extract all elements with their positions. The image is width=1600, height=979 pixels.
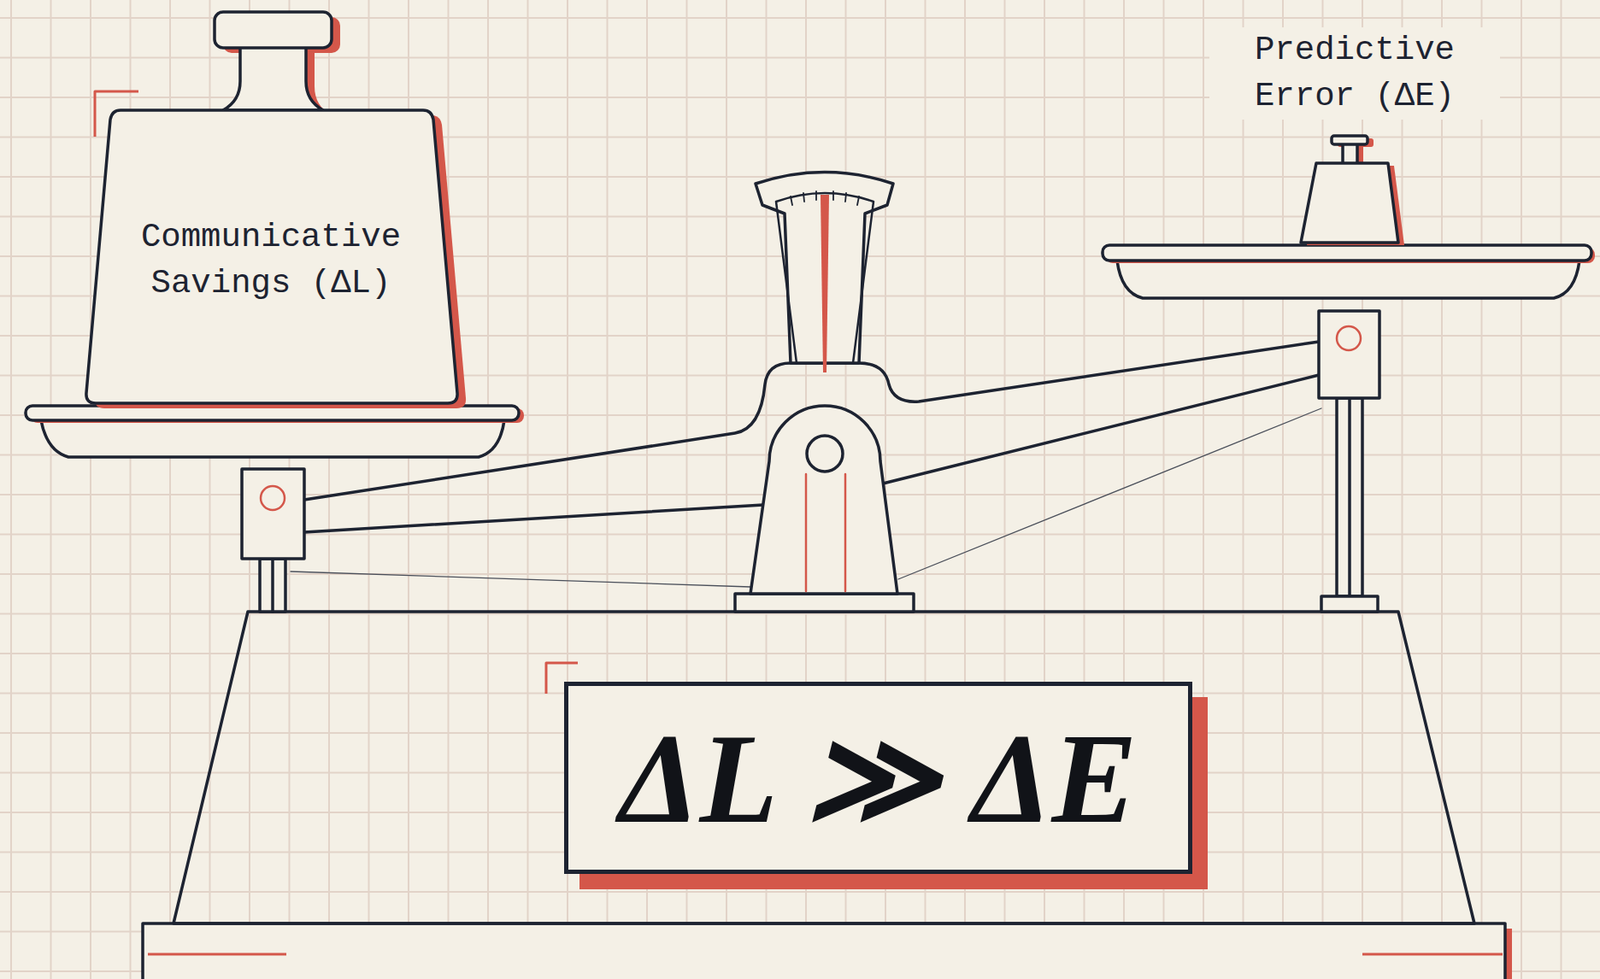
large-weight xyxy=(86,110,458,404)
pan-pole xyxy=(1336,398,1363,597)
pan-block xyxy=(241,469,305,559)
fulcrum-plate xyxy=(735,594,914,612)
pan-pin xyxy=(260,486,285,511)
base-foot xyxy=(142,923,1506,979)
pan-leg xyxy=(259,558,286,612)
weight-neck xyxy=(1342,142,1358,165)
pole-foot xyxy=(1321,596,1378,612)
weight-label-box: Communicative Savings (ΔL) xyxy=(82,128,459,394)
weight-label: Predictive Error (ΔE) xyxy=(1209,27,1500,120)
weight-neck xyxy=(223,46,324,111)
left-pan xyxy=(41,420,505,458)
weight-knob xyxy=(1331,135,1368,145)
beam-lower xyxy=(304,505,764,533)
pillar-accent xyxy=(844,474,848,592)
leader-line xyxy=(898,408,1322,580)
leader-line xyxy=(290,571,751,588)
right-pan-rim xyxy=(1102,245,1592,261)
small-weight xyxy=(1300,163,1399,243)
scale-base xyxy=(173,611,1475,924)
weight-label: Communicative Savings (ΔL) xyxy=(82,214,459,307)
indicator-needle xyxy=(820,194,830,373)
pivot-pin xyxy=(806,435,843,472)
formula-text: ΔL ≫ ΔE xyxy=(618,714,1137,843)
pan-block xyxy=(1318,311,1380,399)
pan-pole-line xyxy=(1347,398,1352,597)
fulcrum-pillar xyxy=(750,405,898,595)
right-pan xyxy=(1117,260,1580,299)
beam-lower xyxy=(879,375,1319,485)
pan-pin xyxy=(1336,326,1361,351)
weight-knob xyxy=(214,11,332,48)
formula-box: ΔL ≫ ΔE xyxy=(564,682,1193,875)
pillar-accent xyxy=(805,474,808,592)
weight-label-heading: Predictive Error (ΔE) xyxy=(1209,18,1500,129)
pan-leg-line xyxy=(270,558,275,612)
